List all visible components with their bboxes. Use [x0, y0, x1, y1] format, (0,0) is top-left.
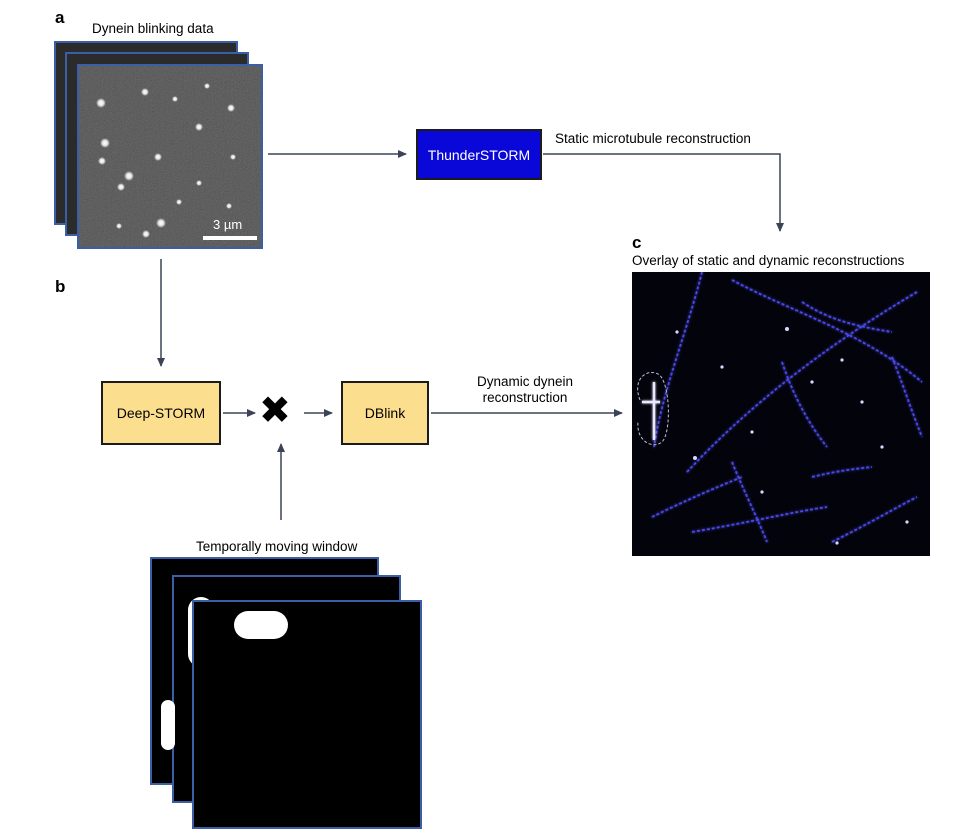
multiply-icon: ✖ — [259, 390, 291, 432]
dynamic-reconstruction-caption: Dynamic dynein reconstruction — [476, 374, 574, 405]
window-frame-front — [192, 600, 422, 829]
static-reconstruction-caption: Static microtubule reconstruction — [555, 131, 751, 146]
thunderstorm-box: ThunderSTORM — [416, 129, 542, 180]
blinking-data-caption: Dynein blinking data — [92, 21, 214, 36]
scale-bar-label: 3 µm — [213, 217, 243, 232]
microtubule-filaments — [651, 272, 923, 543]
blinking-frame-front: 3 µm — [77, 64, 263, 249]
window-mask-blob — [234, 611, 288, 639]
panel-label-b: b — [55, 277, 66, 296]
scale-bar — [203, 236, 257, 240]
deep-storm-label: Deep-STORM — [116, 405, 206, 421]
dblink-box: DBlink — [341, 381, 429, 445]
dblink-label: DBlink — [364, 405, 406, 421]
overlay-caption: Overlay of static and dynamic reconstruc… — [632, 253, 905, 268]
overlay-image — [632, 272, 930, 556]
panel-label-c: c — [632, 233, 642, 252]
overlay-spots — [675, 327, 909, 545]
dynein-track — [642, 382, 660, 440]
deep-storm-box: Deep-STORM — [101, 381, 221, 445]
window-mask-blob — [161, 700, 175, 750]
highlight-outline — [637, 372, 669, 446]
moving-window-caption: Temporally moving window — [196, 539, 358, 554]
arrow-thunderstorm-to-overlay — [543, 153, 784, 232]
thunderstorm-label: ThunderSTORM — [427, 146, 531, 163]
fluorescent-spots — [96, 83, 236, 238]
panel-label-a: a — [55, 8, 65, 27]
